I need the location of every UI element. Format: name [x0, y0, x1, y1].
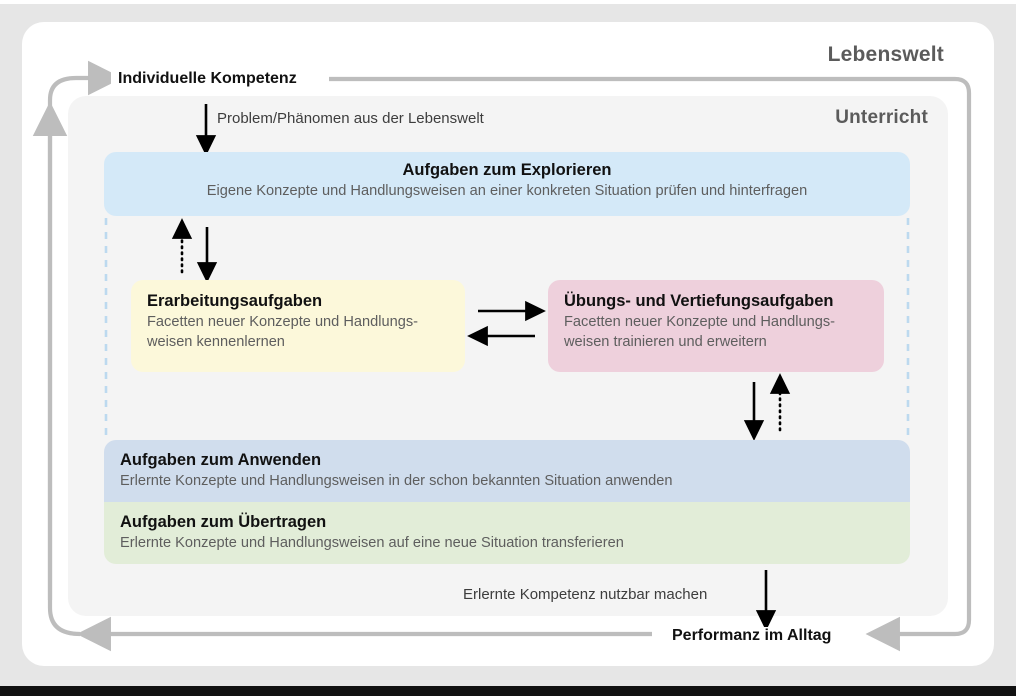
node-uebungs-und-vertiefungsaufgaben: Übungs- und Vertiefungsaufgaben Facetten…: [548, 280, 884, 372]
node-title: Aufgaben zum Explorieren: [402, 161, 612, 179]
node-description: Erlernte Konzepte und Handlungsweisen in…: [120, 473, 673, 490]
node-erarbeitungsaufgaben: Erarbeitungsaufgaben Facetten neuer Konz…: [131, 280, 465, 372]
node-title: Aufgaben zum Übertragen: [120, 513, 327, 531]
page-top-margin: [0, 0, 1016, 4]
hub-label-individuelle-kompetenz: Individuelle Kompetenz: [111, 70, 304, 88]
node-aufgaben-zum-uebertragen: Aufgaben zum Übertragen Erlernte Konzept…: [104, 502, 910, 564]
flow-label-problem-phaenomen: Problem/Phänomen aus der Lebenswelt: [217, 110, 484, 127]
hub-label-performanz-im-alltag: Performanz im Alltag: [665, 627, 839, 645]
node-description-line-2: weisen trainieren und erweitern: [564, 334, 767, 351]
unterricht-zone-title: Unterricht: [835, 107, 928, 128]
lebenswelt-zone-title: Lebenswelt: [827, 43, 944, 66]
node-aufgaben-zum-anwenden: Aufgaben zum Anwenden Erlernte Konzepte …: [104, 440, 910, 502]
node-title: Erarbeitungsaufgaben: [147, 292, 323, 310]
node-title: Übungs- und Vertiefungsaufgaben: [564, 292, 834, 310]
flow-label-erlernte-kompetenz: Erlernte Kompetenz nutzbar machen: [463, 586, 708, 603]
node-description-line-1: Facetten neuer Konzepte und Handlungs-: [564, 314, 835, 331]
node-description: Erlernte Konzepte und Handlungsweisen au…: [120, 535, 624, 552]
node-description-line-2: weisen kennenlernen: [147, 334, 285, 351]
node-title: Aufgaben zum Anwenden: [120, 451, 322, 469]
node-aufgaben-zum-explorieren: Aufgaben zum Explorieren Eigene Konzepte…: [104, 152, 910, 216]
node-description: Eigene Konzepte und Handlungsweisen an e…: [206, 183, 808, 200]
page-bottom-rule: [0, 686, 1016, 696]
node-description-line-1: Facetten neuer Konzepte und Handlungs-: [147, 314, 418, 331]
